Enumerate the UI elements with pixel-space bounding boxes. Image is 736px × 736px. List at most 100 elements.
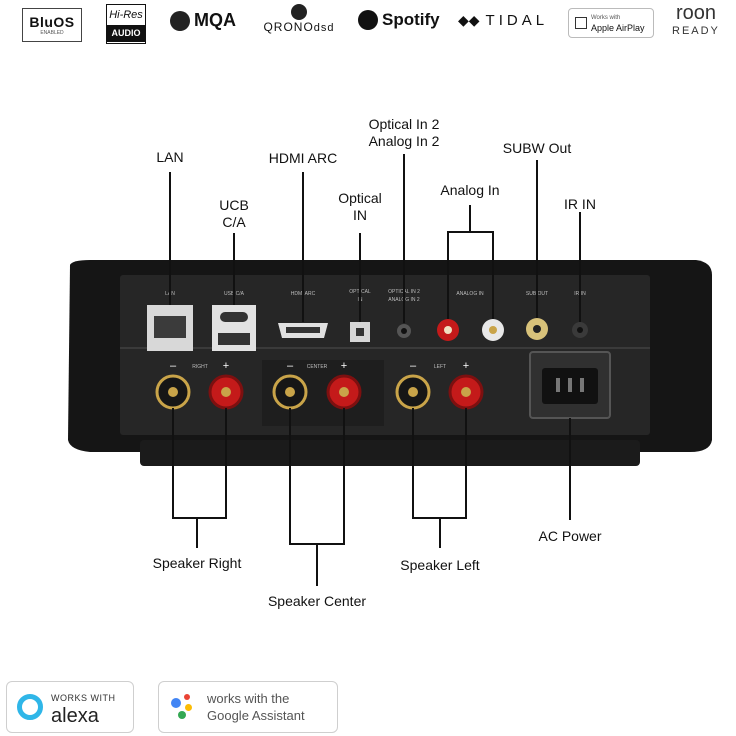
google-badge-bottom: Google Assistant xyxy=(207,708,305,723)
spotify-logo: Spotify xyxy=(358,10,440,30)
callout-speaker-left: Speaker Left xyxy=(385,557,495,574)
callout-optical-in-2: Optical In 2 Analog In 2 xyxy=(354,116,454,150)
ac-power-pin-3 xyxy=(580,378,584,392)
hdmi-port-inner xyxy=(286,327,320,333)
callout-ac-power-text: AC Power xyxy=(538,528,602,544)
mqa-icon xyxy=(170,10,190,31)
hires-logo-bottom: AUDIO xyxy=(107,25,145,42)
callout-speaker-right: Speaker Right xyxy=(137,555,257,572)
logo-strip: BluOS ENABLED Hi-Res AUDIO MQA QRONOdsd … xyxy=(0,0,736,50)
optical-analog-2-jack-inner xyxy=(401,328,407,334)
speaker-center-minus-post-center xyxy=(285,387,295,397)
callout-subw-out: SUBW Out xyxy=(492,140,582,157)
bluos-logo-text: BluOS xyxy=(29,14,75,30)
tidal-logo: ◆◆ TIDAL xyxy=(458,12,548,29)
alexa-badge: WORKS WITH alexa xyxy=(6,681,134,733)
qronodsd-logo-suffix: dsd xyxy=(313,22,335,34)
callout-analog-in: Analog In xyxy=(425,182,515,199)
speaker-right-minus-post-center xyxy=(168,387,178,397)
airplay-logo-bottom: Apple AirPlay xyxy=(591,23,645,33)
speaker-left-posts xyxy=(395,374,484,410)
callout-subw-out-text: SUBW Out xyxy=(502,140,572,156)
callout-speaker-center-text: Speaker Center xyxy=(267,593,367,609)
panel-label-right: RIGHT xyxy=(192,364,208,370)
callout-speaker-center: Speaker Center xyxy=(252,593,382,610)
callout-optical-in-2-line2: Analog In 2 xyxy=(368,133,440,149)
ac-power-pin-2 xyxy=(568,378,572,392)
hires-audio-logo: Hi-Res AUDIO xyxy=(106,4,146,44)
analog-in-rca-white-inner xyxy=(489,326,497,334)
speaker-left-minus-post-center xyxy=(408,387,418,397)
airplay-logo-top: Works with xyxy=(591,15,621,21)
sub-out-rca-inner xyxy=(533,325,541,333)
roon-ready-logo: roon READY xyxy=(672,2,720,40)
usb-a-port xyxy=(218,333,250,345)
alexa-badge-bottom: alexa xyxy=(51,705,99,727)
callout-ucb-ca: UCB C/A xyxy=(209,197,259,231)
callout-hdmi-arc: HDMI ARC xyxy=(263,150,343,167)
speaker-left-plus-post-center xyxy=(461,387,471,397)
spotify-icon xyxy=(358,10,378,30)
panel-minus-right: – xyxy=(170,360,177,372)
lan-port-socket xyxy=(154,316,186,338)
spotify-logo-text: Spotify xyxy=(382,10,440,29)
device-base xyxy=(140,440,640,466)
panel-plus-center: + xyxy=(341,360,347,372)
callout-speaker-right-text: Speaker Right xyxy=(152,555,242,571)
usb-c-port xyxy=(220,312,248,322)
airplay-icon xyxy=(575,17,587,29)
callout-ac-power: AC Power xyxy=(522,528,618,545)
mqa-logo-text: MQA xyxy=(194,10,236,30)
panel-label-center: CENTER xyxy=(307,364,328,370)
callout-optical-in-2-line1: Optical In 2 xyxy=(368,116,440,132)
callout-ucb-ca-line1: UCB xyxy=(219,197,249,213)
panel-minus-center: – xyxy=(287,360,294,372)
panel-minus-left: – xyxy=(410,360,417,372)
callout-optical-in-line1: Optical xyxy=(338,190,382,206)
callout-lan-text: LAN xyxy=(156,149,184,165)
speaker-center-plus-post-center xyxy=(339,387,349,397)
ac-power-pin-1 xyxy=(556,378,560,392)
bluos-logo: BluOS ENABLED xyxy=(22,8,82,42)
analog-in-rca-red-inner xyxy=(444,326,452,334)
tidal-icon: ◆◆ xyxy=(458,12,480,28)
callout-speaker-left-text: Speaker Left xyxy=(400,557,480,573)
speaker-right-bracket xyxy=(172,408,227,519)
alexa-icon xyxy=(17,694,43,720)
callout-lan: LAN xyxy=(150,149,190,166)
callout-optical-in: Optical IN xyxy=(325,190,395,224)
panel-plus-right: + xyxy=(223,360,229,372)
qronodsd-logo-text: QRONO xyxy=(263,20,314,34)
speaker-center-posts xyxy=(262,360,384,426)
mqa-logo: MQA xyxy=(170,10,236,31)
panel-plus-left: + xyxy=(463,360,469,372)
panel-label-left: LEFT xyxy=(434,364,446,370)
callout-optical-in-line2: IN xyxy=(353,207,367,223)
qronodsd-icon xyxy=(291,4,307,20)
callout-hdmi-arc-text: HDMI ARC xyxy=(268,150,338,166)
speaker-right-plus-post-center xyxy=(221,387,231,397)
callout-ir-in-text: IR IN xyxy=(564,196,596,212)
bluos-logo-sub: ENABLED xyxy=(40,30,64,36)
callout-ucb-ca-line2: C/A xyxy=(222,214,246,230)
callout-ir-in: IR IN xyxy=(550,196,610,213)
google-badge-top: works with the xyxy=(207,691,290,706)
panel-label-analog: ANALOG IN xyxy=(456,291,484,297)
tidal-logo-text: TIDAL xyxy=(485,12,549,29)
qronodsd-logo: QRONOdsd xyxy=(256,4,342,34)
roon-logo-text: roon xyxy=(675,2,716,24)
optical-port-inner xyxy=(356,328,364,336)
bottom-callout-lines xyxy=(172,408,571,586)
hires-logo-top: Hi-Res xyxy=(109,9,143,21)
google-assistant-icon xyxy=(169,692,199,722)
apple-airplay-logo: Works with Apple AirPlay xyxy=(568,8,654,38)
alexa-badge-top: WORKS WITH xyxy=(51,693,116,703)
google-assistant-badge: works with the Google Assistant xyxy=(158,681,338,733)
callout-analog-in-text: Analog In xyxy=(440,182,500,198)
speaker-right-posts xyxy=(155,374,244,410)
panel-divider xyxy=(120,347,650,349)
ir-in-jack-inner xyxy=(577,327,583,333)
roon-logo-ready: READY xyxy=(672,25,720,37)
top-callout-lines xyxy=(169,154,581,323)
